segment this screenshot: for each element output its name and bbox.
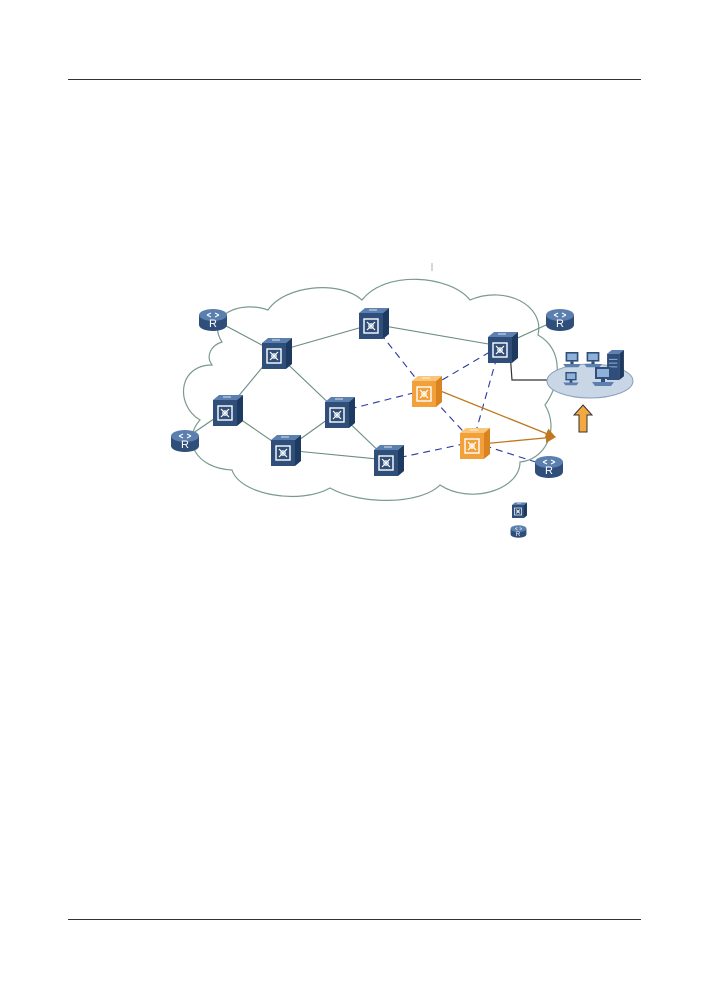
link-switch-b-to-switch-c [372,323,501,347]
footer-rule [68,919,641,920]
link-switch-f-to-switch-g [284,449,389,461]
switch-icon [324,396,355,428]
pc-icon [584,352,602,368]
switch-icon-highlighted [411,375,442,407]
router-top-right: R [545,308,575,332]
pc-icon [563,372,579,386]
arrow-orange-1-out [432,387,556,439]
switch-icon [261,337,292,369]
switch-icon [212,394,243,426]
switch-icon [270,434,301,466]
header-rule [68,79,641,80]
pc-icon [592,367,614,386]
traffic-arrows [432,387,557,445]
switch-icon [373,444,404,476]
arrow-orange-2-out [480,432,557,445]
router-label: R [181,439,189,451]
lan-group [546,350,634,399]
router-top-left: R [198,308,228,332]
router-bottom-right: R [534,455,564,479]
router-left: R [170,429,200,453]
router-label: R [556,318,564,330]
switch-icon [487,331,518,363]
switch-icon [358,307,389,339]
legend-router-label: R [516,532,521,538]
router-label: R [209,318,217,330]
router-label: R [545,465,553,477]
pc-icon [563,352,581,368]
switch-icon-highlighted [459,427,490,459]
up-arrow-icon [572,404,594,433]
legend: R [510,502,527,539]
legend-switch-icon [511,502,527,518]
